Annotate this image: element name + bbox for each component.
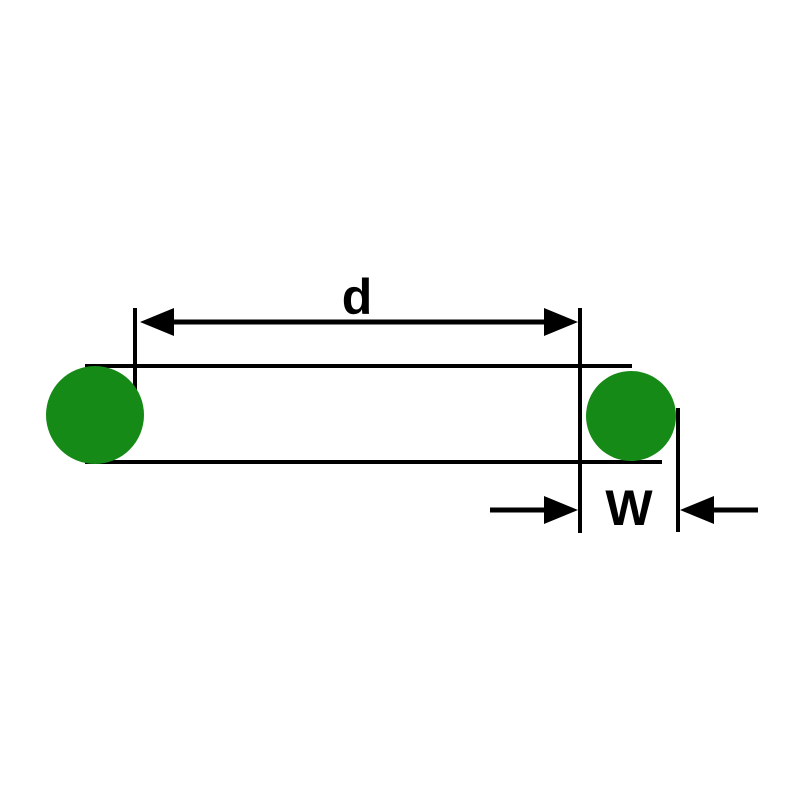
arrowhead-right-icon <box>544 308 578 336</box>
width-arrowhead-right-icon <box>680 496 714 524</box>
inner-diameter-label: d <box>342 269 373 325</box>
oring-right-cross-section <box>586 371 676 461</box>
arrowhead-left-icon <box>140 308 174 336</box>
cross-section-width-label: W <box>605 480 653 536</box>
oring-left-cross-section <box>46 366 144 464</box>
width-arrowhead-left-icon <box>544 496 578 524</box>
